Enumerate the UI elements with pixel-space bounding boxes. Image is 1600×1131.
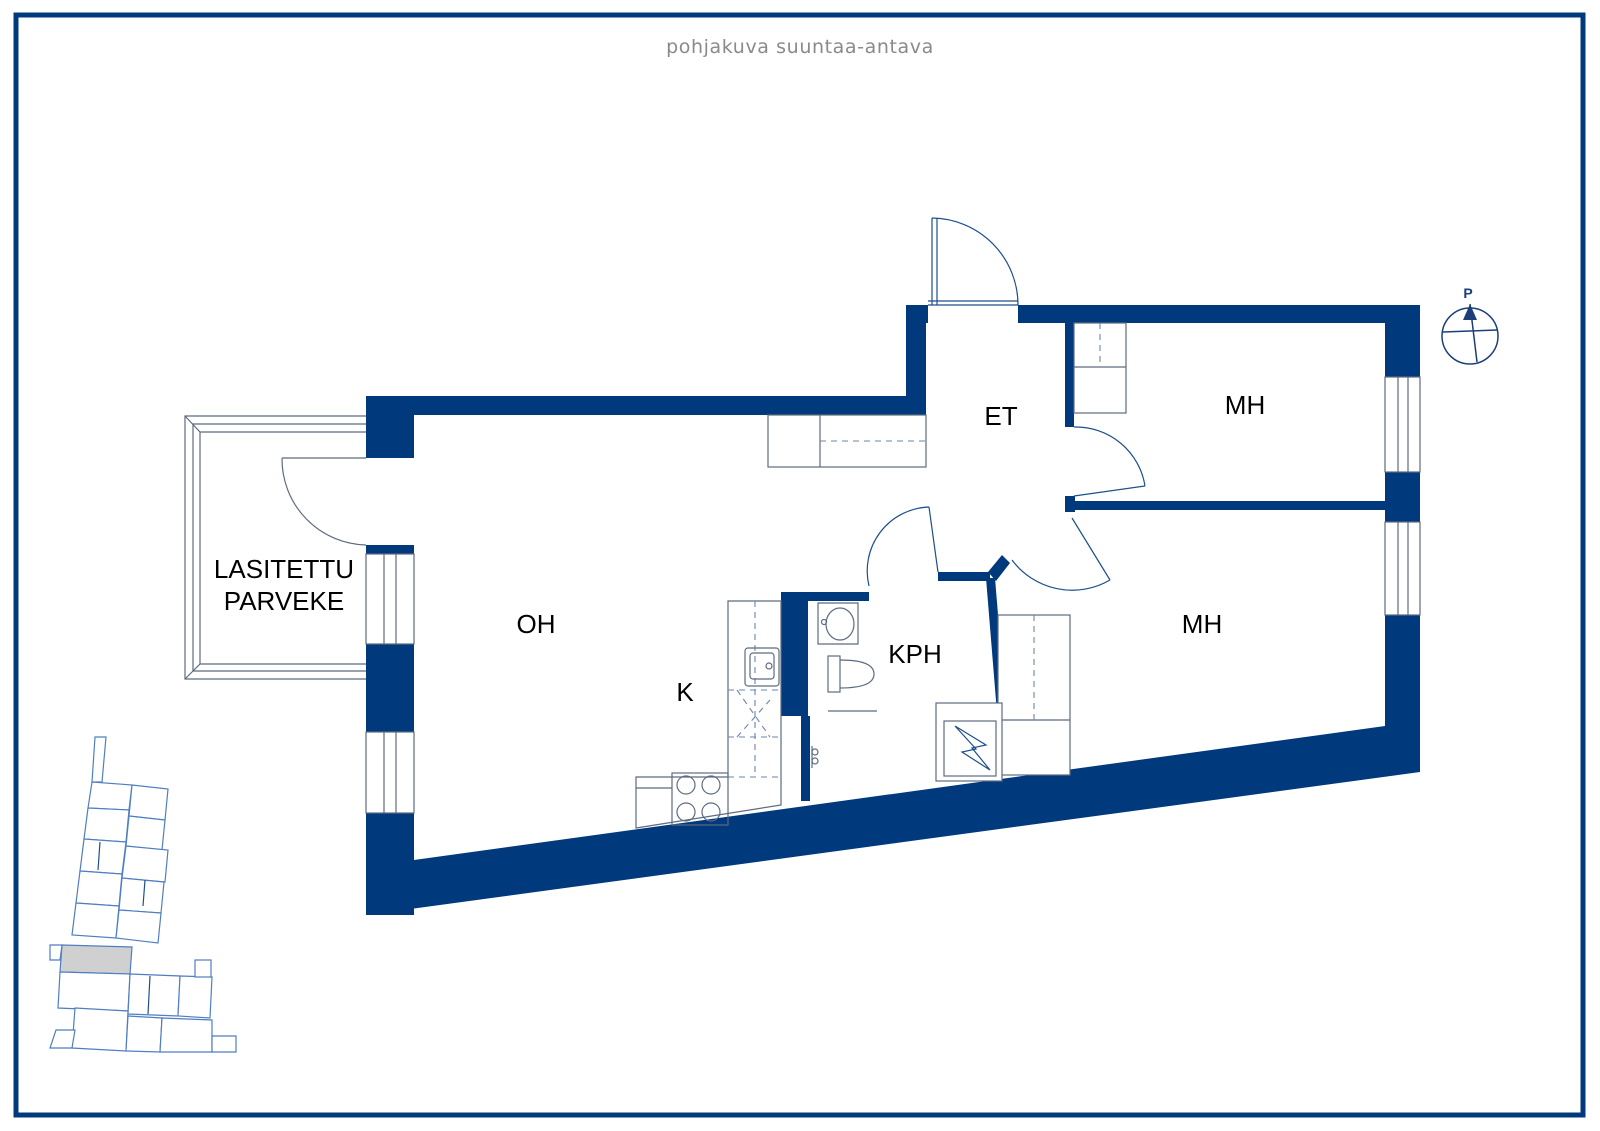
room-label-k: K [676,677,694,707]
stove-icon [671,772,729,826]
key-plan-highlight [59,944,133,975]
room-label-balcony-line1: LASITETTU [214,554,354,584]
room-label-balcony-line2: PARVEKE [224,586,344,616]
bathroom-fixtures [811,602,1003,782]
room-labels: ET MH MH OH K KPH LASITETTU PARVEKE [214,390,1265,707]
north-arrow-icon [1463,304,1477,320]
room-label-et: ET [984,401,1017,431]
wardrobes [767,322,1127,776]
washbasin-icon [817,602,859,645]
page-frame [13,12,1586,1118]
exterior-walls [366,305,1420,915]
room-label-kph: KPH [888,639,941,669]
kitchen-counter [635,600,782,829]
balcony [184,415,366,680]
plan-caption: pohjakuva suuntaa-antava [666,36,934,58]
toilet-icon [827,655,841,693]
entrance-door [928,217,1019,306]
room-label-oh: OH [517,609,556,639]
interior-doors [281,426,1146,591]
room-label-mh-lower: MH [1182,609,1222,639]
room-label-mh-upper: MH [1225,390,1265,420]
windows [365,376,1421,814]
kitchen-sink-icon [744,647,780,687]
compass-north-label: P [1463,285,1472,301]
key-plan [49,736,237,1053]
north-compass: P [1441,285,1499,365]
lightning-bolt-icon [954,725,991,771]
